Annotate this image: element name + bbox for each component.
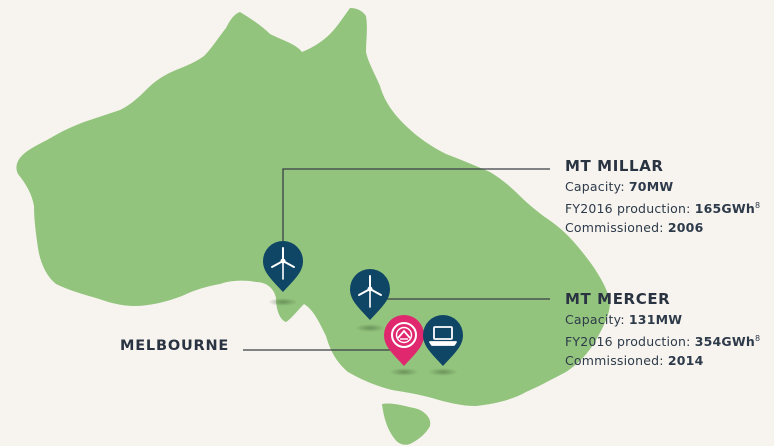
mt-mercer-pin[interactable]	[350, 269, 390, 320]
mt-millar-commissioned: Commissioned: 2006	[565, 218, 760, 237]
mt-millar-info: MT MILLAR Capacity: 70MW FY2016 producti…	[565, 157, 760, 237]
mt-mercer-commissioned: Commissioned: 2014	[565, 351, 760, 370]
australia-mainland	[16, 8, 610, 406]
pin-shadows	[268, 298, 458, 376]
production-value: 354GWh	[694, 334, 755, 349]
capacity-label: Capacity:	[565, 179, 629, 194]
mt-millar-leader-line	[282, 168, 550, 248]
capacity-value: 70MW	[628, 179, 674, 194]
mt-mercer-production: FY2016 production: 354GWh8	[565, 329, 760, 351]
mt-millar-pin[interactable]	[263, 241, 303, 292]
wind-turbine-icon	[358, 275, 382, 308]
mt-millar-title: MT MILLAR	[565, 157, 664, 175]
capacity-value: 131MW	[628, 312, 683, 327]
laptop-icon	[429, 326, 457, 346]
mt-mercer-info: MT MERCER Capacity: 131MW FY2016 product…	[565, 290, 760, 370]
production-label: FY2016 production:	[565, 201, 695, 216]
commissioned-value: 2014	[667, 353, 704, 368]
melbourne-hq-pin[interactable]	[384, 315, 424, 366]
hq-logo-icon	[391, 322, 417, 348]
tasmania	[382, 403, 431, 445]
production-label: FY2016 production:	[565, 334, 695, 349]
mt-millar-production: FY2016 production: 165GWh8	[565, 196, 760, 218]
mt-mercer-title: MT MERCER	[565, 290, 671, 308]
capacity-label: Capacity:	[565, 312, 629, 327]
melbourne-label: MELBOURNE	[120, 338, 230, 354]
melbourne-office-pin[interactable]	[423, 315, 463, 366]
mt-mercer-capacity: Capacity: 131MW	[565, 310, 760, 329]
footnote-marker: 8	[754, 334, 761, 343]
commissioned-label: Commissioned:	[565, 353, 668, 368]
production-value: 165GWh	[694, 201, 755, 216]
mt-millar-capacity: Capacity: 70MW	[565, 177, 760, 196]
commissioned-value: 2006	[667, 220, 704, 235]
footnote-marker: 8	[754, 201, 761, 210]
leader-lines	[243, 168, 550, 351]
commissioned-label: Commissioned:	[565, 220, 668, 235]
wind-turbine-icon	[271, 247, 295, 280]
